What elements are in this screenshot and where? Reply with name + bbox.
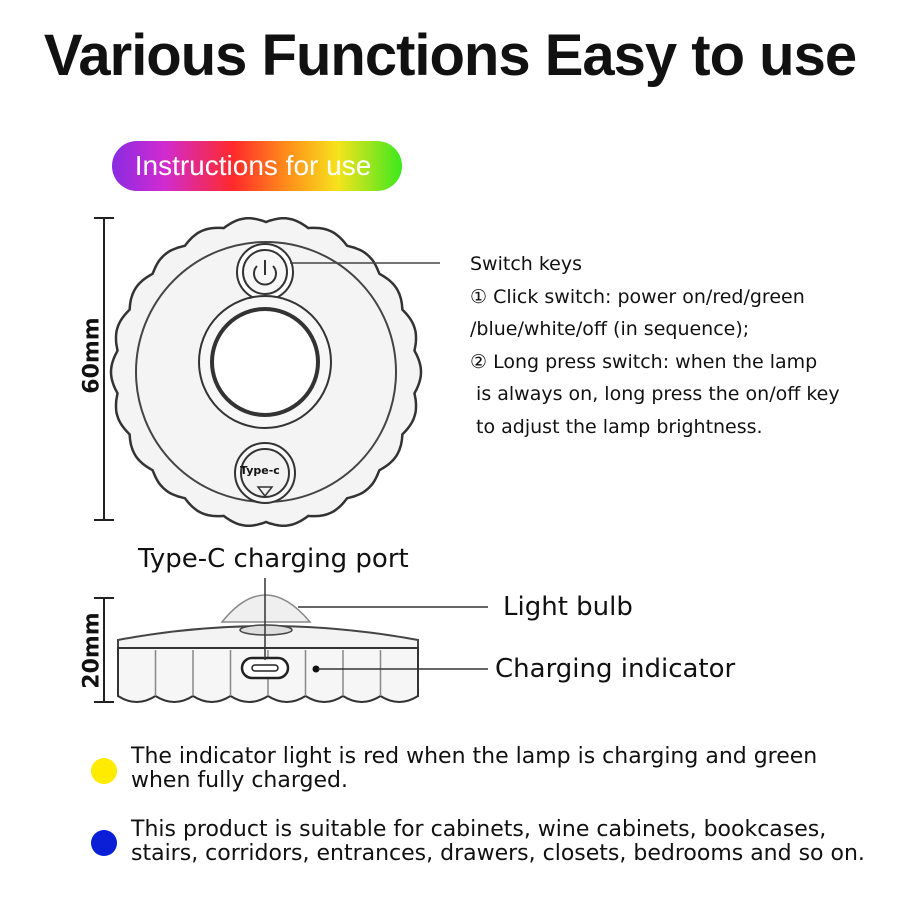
blue-bullet-icon [91,830,117,856]
instructions-badge-label: Instructions for use [134,150,372,181]
lamp-side-view [117,578,488,703]
light-bulb-top-icon [198,295,332,429]
yellow-bullet-icon [91,758,117,784]
switch-keys-heading: Switch keys [470,253,583,275]
switch-keys-description: Switch keys ① Click switch: power on/red… [470,248,840,443]
lamp-top-view [109,217,440,527]
note-line: This product is suitable for cabinets, w… [131,817,827,842]
type-c-port-text: Type-c [240,464,280,477]
switch-keys-line: to adjust the lamp brightness. [470,415,763,438]
power-button-icon [236,243,294,301]
switch-keys-line: is always on, long press the on/off key [470,383,840,405]
type-c-charging-port-label: Type-C charging port [138,544,409,574]
charging-indicator-label: Charging indicator [495,654,736,684]
dimension-20mm-marker [94,597,114,703]
instructions-badge: Instructions for use [112,141,402,191]
note-line: stairs, corridors, entrances, drawers, c… [131,841,865,866]
note-line: The indicator light is red when the lamp… [131,744,818,769]
note-line: when fully charged. [131,768,348,793]
switch-keys-line: ① Click switch: power on/red/green [470,285,805,308]
page-title: Various Functions Easy to use [43,23,857,88]
dimension-60mm-marker [94,217,114,521]
dimension-60mm-label: 60mm [79,317,105,394]
switch-keys-line: /blue/white/off (in sequence); [470,318,750,340]
type-c-port-icon [234,442,296,504]
usb-c-port-icon [240,656,290,680]
switch-keys-line: ② Long press switch: when the lamp [470,350,818,373]
note-charging-indicator: The indicator light is red when the lamp… [131,745,817,793]
dimension-20mm-label: 20mm [79,612,105,689]
light-bulb-dome [220,594,312,623]
light-bulb-label: Light bulb [503,592,633,622]
charging-indicator-dot [312,665,320,673]
note-suitable-places: This product is suitable for cabinets, w… [131,818,865,866]
